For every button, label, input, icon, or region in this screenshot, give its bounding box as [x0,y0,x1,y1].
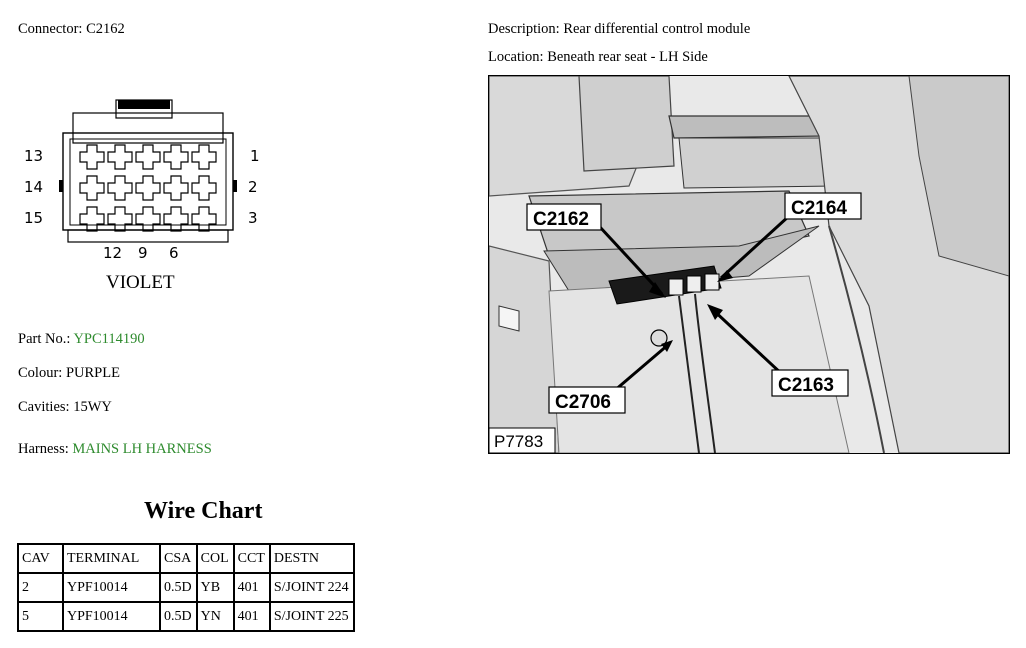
header-cct: CCT [232,543,271,574]
cell-terminal: YPF10014 [62,601,161,632]
callout-c2706: C2706 [555,392,611,413]
colour-line: Colour: PURPLE [18,365,120,382]
connector-label: Connector: [18,21,83,37]
terminal-cavity [79,144,105,170]
terminal-cavity [107,144,133,170]
location-illustration: C2162 C2164 C2163 C2706 P7783 [488,75,1010,454]
cell-terminal: YPF10014 [62,572,161,603]
part-number-line: Part No.: YPC114190 [18,331,145,348]
callout-c2163: C2163 [778,375,834,396]
pin-label: 14 [24,178,43,196]
table-header-row: CAV TERMINAL CSA COL CCT DESTN [17,543,355,574]
cell-csa: 0.5D [159,601,198,632]
figure-id: P7783 [494,432,543,451]
terminal-cavity [163,175,189,201]
vehicle-interior-drawing: C2162 C2164 C2163 C2706 P7783 [489,76,1009,453]
cavities-line: Cavities: 15WY [18,399,112,416]
cell-cav: 5 [17,601,64,632]
description-line: Description: Rear differential control m… [488,21,750,38]
terminal-cavity [191,144,217,170]
header-cav: CAV [17,543,64,574]
cell-csa: 0.5D [159,572,198,603]
harness-label: Harness: [18,441,69,457]
colour-label: Colour: [18,365,63,381]
part-number-label: Part No.: [18,331,71,347]
pin-label: 2 [248,178,258,196]
cavities-value: 15WY [73,399,112,415]
header-csa: CSA [159,543,198,574]
connector-latch [118,100,170,109]
location-label: Location: [488,49,544,65]
terminal-cavity [191,206,217,232]
callout-c2164: C2164 [791,198,847,219]
terminal-cavity [107,175,133,201]
terminal-cavity [135,206,161,232]
header-terminal: TERMINAL [62,543,161,574]
part-number-link[interactable]: YPC114190 [73,331,145,347]
colour-value: PURPLE [65,365,120,381]
terminal-cavity [163,144,189,170]
header-col: COL [195,543,235,574]
terminal-cavity [107,206,133,232]
pin-label: 1 [250,147,260,165]
terminal-cavity [135,175,161,201]
cell-cav: 2 [17,572,64,603]
harness-link[interactable]: MAINS LH HARNESS [72,441,212,457]
table-row: 2 YPF10014 0.5D YB 401 S/JOINT 224 [17,572,355,603]
pin-label: 6 [169,244,179,262]
cell-destn[interactable]: S/JOINT 224 [268,572,355,603]
terminal-cavity [163,206,189,232]
location-line: Location: Beneath rear seat - LH Side [488,49,708,66]
pin-label: 3 [248,209,258,227]
terminal-cavity [191,175,217,201]
description-value: Rear differential control module [563,21,751,37]
pin-label: 15 [24,209,43,227]
location-value: Beneath rear seat - LH Side [547,49,708,65]
cell-cct: 401 [232,572,271,603]
cavities-label: Cavities: [18,399,70,415]
cell-col: YB [195,572,235,603]
connector-housing [62,132,234,231]
cell-destn[interactable]: S/JOINT 225 [268,601,355,632]
description-label: Description: [488,21,560,37]
terminal-cavity [79,206,105,232]
harness-line: Harness: MAINS LH HARNESS [18,441,212,458]
terminal-cavity [135,144,161,170]
terminal-cavity [79,175,105,201]
wire-chart-table: CAV TERMINAL CSA COL CCT DESTN 2 YPF1001… [17,543,355,632]
cell-cct: 401 [232,601,271,632]
cell-col: YN [195,601,235,632]
header-destn: DESTN [268,543,355,574]
wire-chart-title: Wire Chart [144,498,263,524]
pin-label: 13 [24,147,43,165]
callout-c2162: C2162 [533,209,589,230]
connector-id: C2162 [86,21,125,37]
table-row: 5 YPF10014 0.5D YN 401 S/JOINT 225 [17,601,355,632]
connector-face-diagram: 13 14 15 1 2 3 12 9 6 VIOLET [24,99,260,293]
connector-line: Connector: C2162 [18,21,125,38]
cavity-grid [79,144,217,232]
pin-label: 12 [103,244,122,262]
connector-colour-label: VIOLET [106,272,175,293]
pin-label: 9 [138,244,148,262]
